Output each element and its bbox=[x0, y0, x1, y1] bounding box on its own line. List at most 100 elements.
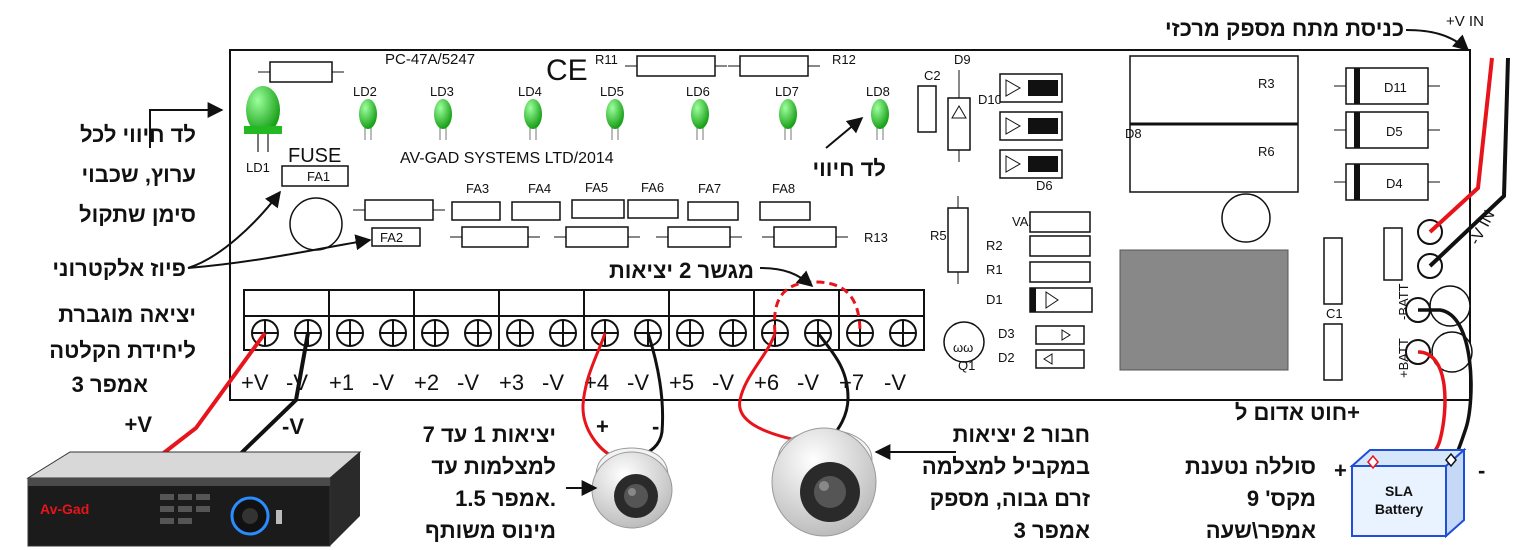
q1-mark: ωω bbox=[953, 340, 973, 355]
transformer-block bbox=[1119, 249, 1289, 371]
label-c1: C1 bbox=[1326, 306, 1343, 321]
led-channel-line1: לד חיווי לכל bbox=[80, 122, 196, 147]
outputs-line3: 1.5 אמפר. bbox=[455, 486, 556, 511]
label-d8: D8 bbox=[1125, 126, 1142, 141]
main-power-in-label: כניסת מתח מספק מרכזי bbox=[1165, 16, 1404, 41]
dvr-black-wire bbox=[230, 332, 310, 464]
red-wire-label: חוט אדום ל+ bbox=[1235, 400, 1360, 425]
label-ld1: LD1 bbox=[246, 160, 270, 175]
parallel-line2: במקביל למצלמה bbox=[922, 454, 1090, 479]
label-ld4: LD4 bbox=[518, 84, 542, 99]
label-fa7: FA7 bbox=[698, 181, 721, 196]
label-fa1: FA1 bbox=[307, 169, 330, 184]
label-d3: D3 bbox=[998, 326, 1015, 341]
label-r1: R1 bbox=[986, 262, 1003, 277]
led-ld1 bbox=[244, 86, 282, 152]
parallel-line4: 3 אמפר bbox=[1014, 518, 1090, 543]
label-fa4: FA4 bbox=[528, 181, 551, 196]
terminal-label: +3 bbox=[499, 370, 524, 395]
terminal-label: -V bbox=[372, 370, 394, 395]
terminal-label: -V bbox=[884, 370, 906, 395]
dvr-recorder: Av-Gad bbox=[26, 451, 362, 547]
label-q1: Q1 bbox=[958, 358, 975, 373]
cam-minus-label: - bbox=[652, 414, 659, 439]
label-d5: D5 bbox=[1386, 124, 1403, 139]
input-red-wire bbox=[1428, 57, 1494, 234]
label-d11: D11 bbox=[1384, 80, 1407, 95]
parallel-line1: חבור 2 יציאות bbox=[953, 422, 1090, 447]
outputs-line1: יציאות 1 עד 7 bbox=[423, 422, 556, 447]
batt-minus-sign: - bbox=[1478, 458, 1485, 483]
board-model: PC-47A/5247 bbox=[385, 51, 475, 68]
terminal-label: -V bbox=[627, 370, 649, 395]
terminal-label: -V bbox=[712, 370, 734, 395]
dvr-brand: Av-Gad bbox=[40, 501, 89, 517]
led-channel-line2: ערוץ, שכבוי bbox=[81, 162, 196, 187]
outputs-line4: מינוס משותף bbox=[425, 518, 556, 543]
label-d1: D1 bbox=[986, 292, 1003, 307]
label-r13: R13 bbox=[864, 230, 888, 245]
battery-desc-line1: סוללה נטענת bbox=[1185, 454, 1316, 479]
label-r12: R12 bbox=[832, 52, 856, 67]
company-name: AV-GAD SYSTEMS LTD/2014 bbox=[400, 150, 614, 167]
label-r6: R6 bbox=[1258, 144, 1275, 159]
dome-camera-large bbox=[771, 427, 877, 537]
label-ld6: LD6 bbox=[686, 84, 710, 99]
label-ld8: LD8 bbox=[866, 84, 890, 99]
boosted-output-line2: ליחידת הקלטה bbox=[49, 338, 196, 363]
plus-v-label: +V bbox=[124, 412, 152, 437]
cam2-red-wire bbox=[738, 332, 797, 442]
terminal-label: +5 bbox=[669, 370, 694, 395]
sla-battery: SLA Battery bbox=[1349, 447, 1467, 539]
power-diodes bbox=[1334, 67, 1440, 201]
terminal-label: -V bbox=[542, 370, 564, 395]
battery-label-line2: Battery bbox=[1375, 501, 1423, 517]
outputs-line2: למצלמות עד bbox=[431, 454, 556, 479]
cam1-red-wire bbox=[581, 332, 613, 458]
minus-v-label: -V bbox=[282, 414, 304, 439]
label-d10: D10 bbox=[978, 92, 1002, 107]
led-channel-line3: סימן שתקול bbox=[79, 202, 196, 227]
dome-camera-small bbox=[591, 447, 673, 529]
terminal-label: -V bbox=[797, 370, 819, 395]
parallel-line3: זרם גבוה, מספק bbox=[930, 486, 1090, 511]
plus-v-in-label: +V IN bbox=[1446, 13, 1484, 30]
terminal-block bbox=[243, 289, 925, 351]
label-ld3: LD3 bbox=[430, 84, 454, 99]
led-row bbox=[359, 99, 889, 140]
terminal-labels: +V -V +1 -V +2 -V +3 -V +4 -V +5 -V +6 -… bbox=[241, 370, 906, 395]
label-d9: D9 bbox=[954, 52, 971, 67]
label-fa8: FA8 bbox=[772, 181, 795, 196]
label-fa3: FA3 bbox=[466, 181, 489, 196]
diode-stack bbox=[999, 73, 1063, 179]
label-d6: D6 bbox=[1036, 178, 1053, 193]
batt-plus-sign: + bbox=[1334, 458, 1347, 483]
ce-mark: CE bbox=[546, 54, 588, 87]
label-r11: R11 bbox=[595, 52, 618, 67]
label-r3: R3 bbox=[1258, 76, 1275, 91]
label-fa5: FA5 bbox=[585, 180, 608, 195]
battery-desc-line3: אמפר\שעה bbox=[1206, 518, 1316, 543]
terminal-label: +V bbox=[241, 370, 269, 395]
terminal-label: +2 bbox=[414, 370, 439, 395]
electronic-fuse-label: פיוז אלקטרוני bbox=[52, 256, 186, 281]
label-d2: D2 bbox=[998, 350, 1015, 365]
cam-plus-label: + bbox=[596, 414, 609, 439]
label-c2: C2 bbox=[924, 68, 941, 83]
label-ld2: LD2 bbox=[353, 84, 377, 99]
dvr-red-wire bbox=[150, 331, 267, 464]
label-ld5: LD5 bbox=[600, 84, 624, 99]
bridge-outputs-label: מגשר 2 יציאות bbox=[609, 258, 754, 283]
label-r5: R5 bbox=[930, 228, 947, 243]
label-r2: R2 bbox=[986, 238, 1003, 253]
fuse-title: FUSE bbox=[288, 145, 341, 167]
indicator-led-label: לד חיווי bbox=[813, 156, 886, 181]
input-black-wire bbox=[1428, 57, 1510, 268]
boosted-output-line3: 3 אמפר bbox=[72, 372, 148, 397]
label-fa2: FA2 bbox=[380, 230, 403, 245]
terminal-label: -V bbox=[457, 370, 479, 395]
battery-label-line1: SLA bbox=[1385, 483, 1413, 499]
boosted-output-line1: יציאה מוגברת bbox=[58, 302, 196, 327]
label-d4: D4 bbox=[1386, 176, 1403, 191]
